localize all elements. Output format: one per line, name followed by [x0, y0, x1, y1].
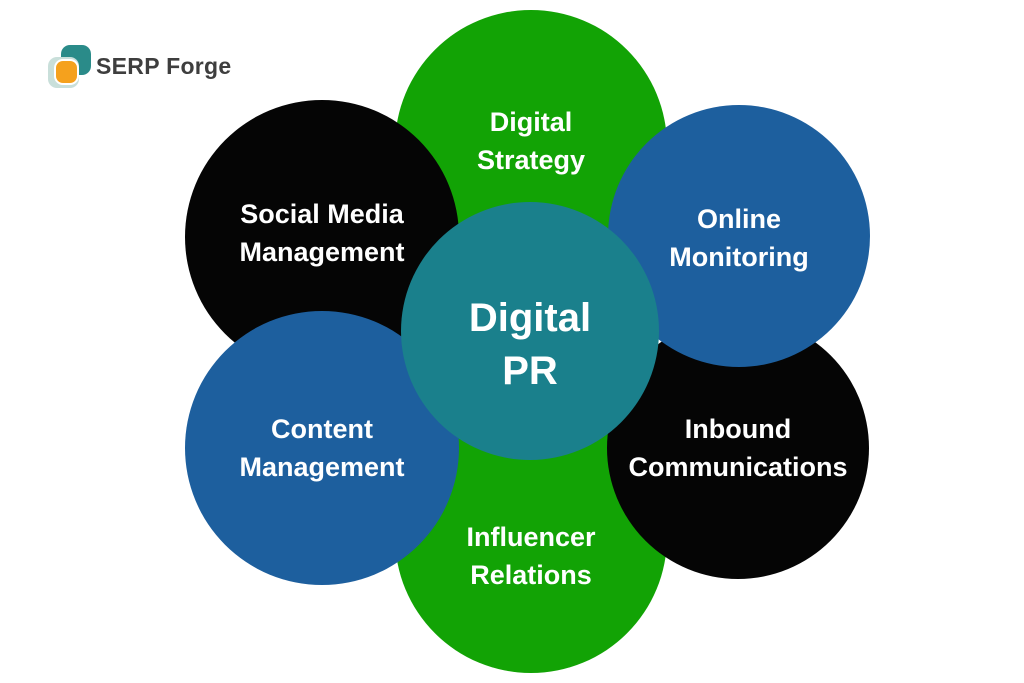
circle-inbound-communications-label: Inbound Communications — [628, 410, 847, 486]
label-line: Content — [271, 414, 373, 444]
label-line: Relations — [470, 560, 592, 590]
label-line: Online — [696, 204, 781, 234]
label-line: PR — [502, 349, 558, 393]
circle-digital-pr-label: Digital PR — [469, 292, 591, 398]
label-line: Digital — [489, 107, 573, 137]
label-line: Inbound — [684, 414, 792, 444]
label-line: Influencer — [466, 522, 596, 552]
circle-content-management-label: Content Management — [239, 410, 404, 486]
serp-forge-logo-icon — [48, 43, 92, 90]
serp-forge-logo: SERP Forge — [48, 43, 232, 90]
label-line: Social Media — [240, 199, 404, 229]
circle-influencer-relations-label: Influencer Relations — [466, 518, 595, 594]
label-line: Strategy — [476, 145, 586, 175]
label-line: Monitoring — [669, 242, 809, 272]
label-line: Communications — [628, 452, 848, 482]
circle-social-media-management-label: Social Media Management — [239, 195, 404, 271]
circle-digital-pr-center: Digital PR — [401, 202, 659, 460]
logo-text: SERP Forge — [96, 53, 232, 79]
label-line: Digital — [468, 296, 592, 340]
label-line: Management — [239, 237, 405, 267]
circle-digital-strategy-label: Digital Strategy — [477, 103, 585, 179]
label-line: Management — [239, 452, 405, 482]
circle-online-monitoring-label: Online Monitoring — [669, 200, 808, 276]
logo-orange-square-icon — [56, 61, 77, 83]
